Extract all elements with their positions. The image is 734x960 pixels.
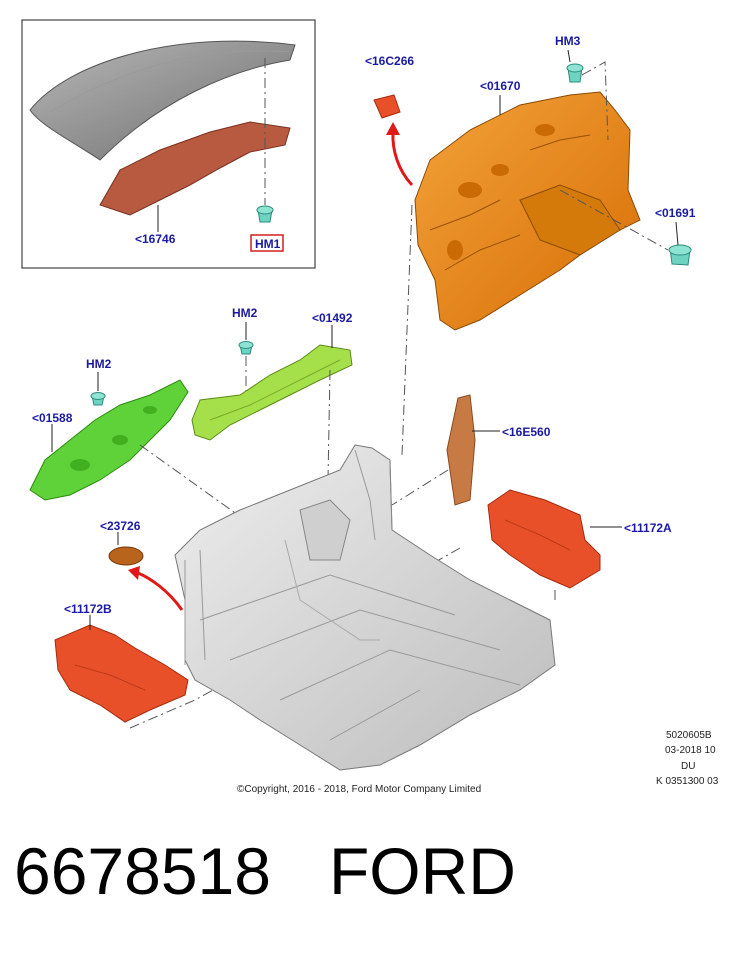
leader-hm3 xyxy=(581,61,609,141)
label-16746: <16746 xyxy=(135,232,176,246)
arrow-23726 xyxy=(137,571,184,611)
label-01492: <01492 xyxy=(312,311,353,325)
tick-01691 xyxy=(675,221,679,246)
leader-16e560-floor xyxy=(391,469,449,506)
meta-line-1: 5020605B xyxy=(666,730,712,741)
roof-panel xyxy=(29,40,296,161)
label-11172a: <11172A xyxy=(624,521,672,535)
pad-16e560 xyxy=(446,394,476,506)
leader-01588 xyxy=(139,444,246,521)
dash-insulator xyxy=(414,91,641,331)
side-insulator-01588 xyxy=(29,379,189,501)
label-11172b: <11172B xyxy=(64,602,112,616)
meta-line-2: 03-2018 10 xyxy=(665,745,716,756)
label-01588: <01588 xyxy=(32,411,73,425)
leader-dash-floor xyxy=(401,204,413,456)
hm1-highlight-box xyxy=(250,234,284,252)
label-16e560: <16E560 xyxy=(502,425,551,439)
leader-01492 xyxy=(327,369,331,481)
leader-01691 xyxy=(559,189,669,251)
copyright-notice: ©Copyright, 2016 - 2018, Ford Motor Comp… xyxy=(237,784,481,795)
label-hm2-left: HM2 xyxy=(86,357,112,371)
headliner-insulator xyxy=(99,121,291,216)
label-01670: <01670 xyxy=(480,79,521,93)
label-hm1: HM1 xyxy=(255,237,281,251)
brand-name: FORD xyxy=(328,834,516,908)
label-hm3: HM3 xyxy=(555,34,581,48)
pad-23726 xyxy=(108,546,144,566)
clip-01691 xyxy=(668,244,692,266)
clip-hm3 xyxy=(566,63,584,83)
tunnel-insulator-01492 xyxy=(191,344,353,441)
label-16c266: <16C266 xyxy=(365,54,414,68)
clip-hm2-upper xyxy=(238,341,254,355)
label-01691: <01691 xyxy=(655,206,696,220)
meta-line-4: K 0351300 03 xyxy=(656,776,719,787)
label-hm2-upper: HM2 xyxy=(232,306,258,320)
arrowhead-23726 xyxy=(128,566,140,580)
roof-inset: <16746 HM1 xyxy=(21,19,316,269)
part-number: 6678518 xyxy=(14,834,271,908)
floor-insulator-11172b xyxy=(54,624,189,723)
roof-crease xyxy=(49,50,291,113)
floor-insulator-11172a xyxy=(487,489,601,589)
arrowhead-16c266 xyxy=(386,122,400,135)
arrow-16c266 xyxy=(391,131,414,187)
pad-16c266 xyxy=(373,94,401,119)
clip-hm1 xyxy=(256,205,274,223)
meta-line-3: DU xyxy=(681,761,695,772)
label-23726: <23726 xyxy=(100,519,141,533)
tick-hm3 xyxy=(567,49,571,63)
floor-pan-assembly xyxy=(174,444,556,771)
clip-hm2-left xyxy=(90,392,106,406)
